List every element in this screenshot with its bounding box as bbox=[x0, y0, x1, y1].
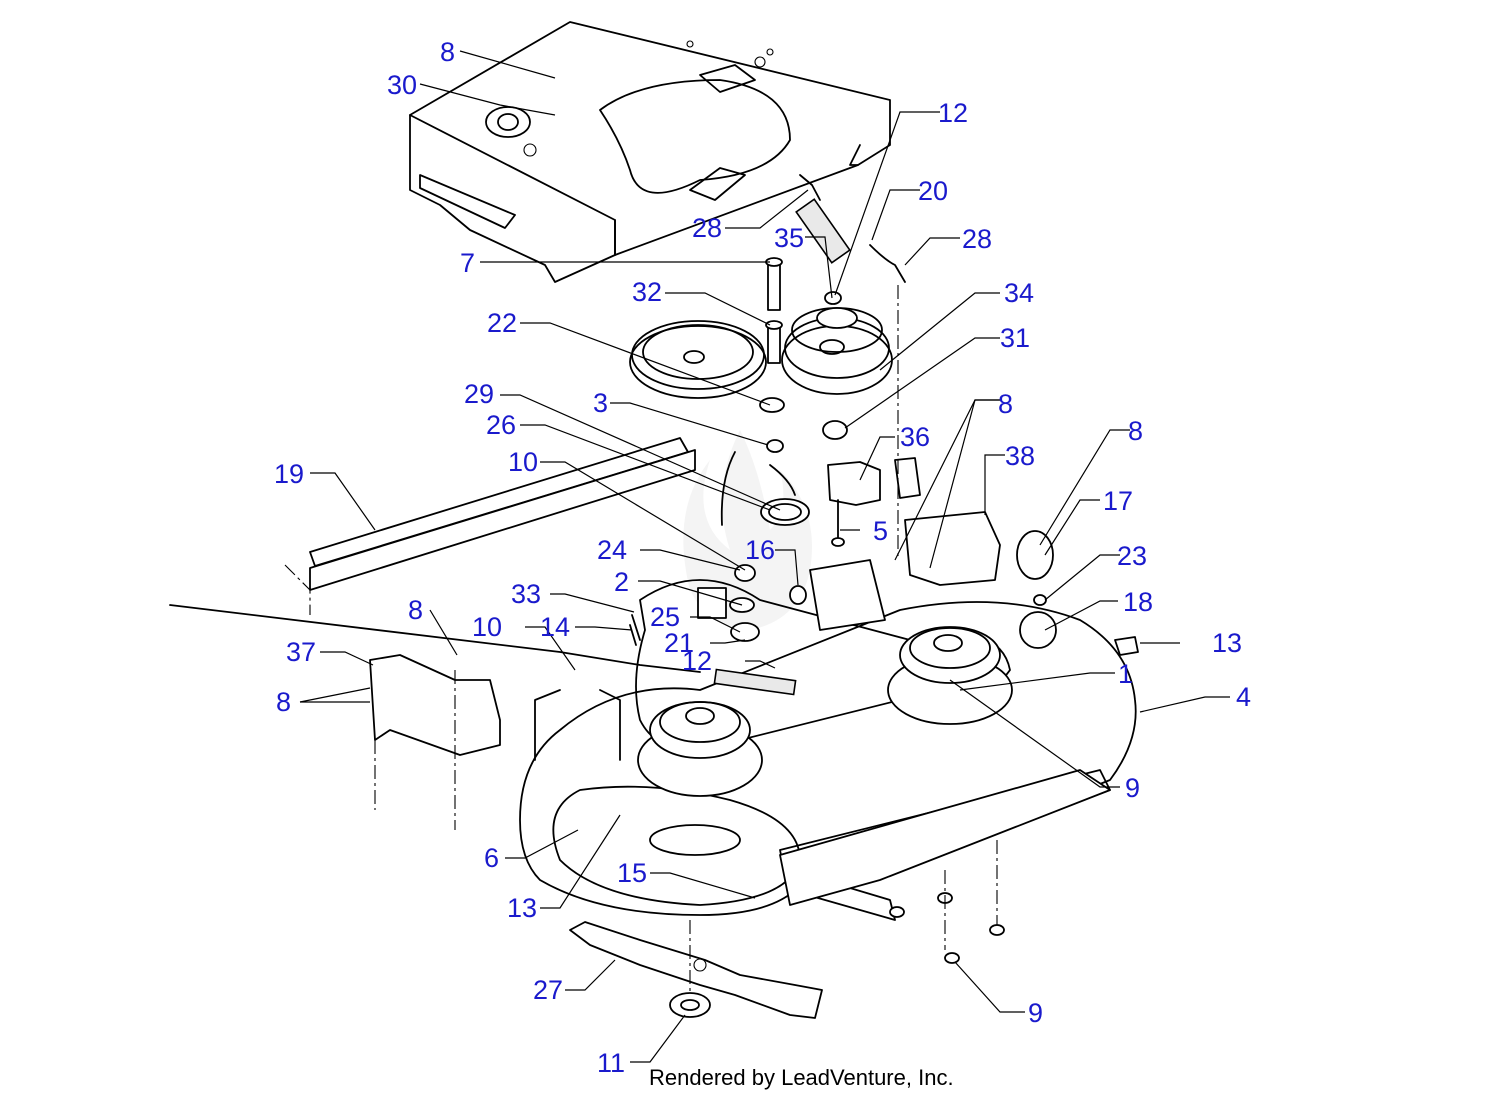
leader-lines bbox=[299, 50, 1230, 1063]
callout: 37 bbox=[286, 637, 316, 667]
right-spindle bbox=[887, 626, 1013, 725]
left-bracket bbox=[369, 654, 501, 830]
rendered-by-footer: Rendered by LeadVenture, Inc. bbox=[649, 1065, 954, 1090]
callout: 10 bbox=[472, 612, 502, 642]
lower-spring bbox=[713, 668, 797, 696]
callout: 4 bbox=[1236, 682, 1251, 712]
callout: 27 bbox=[533, 975, 563, 1005]
callout: 28 bbox=[962, 224, 992, 254]
callout: 6 bbox=[484, 843, 499, 873]
callout: 15 bbox=[617, 858, 647, 888]
callout: 7 bbox=[460, 248, 475, 278]
callout: 28 bbox=[692, 213, 722, 243]
callout: 16 bbox=[745, 535, 775, 565]
callout-labels: 8 30 12 20 28 28 35 7 32 34 22 31 29 3 8… bbox=[274, 37, 1251, 1078]
callout: 1 bbox=[1118, 659, 1133, 689]
callout: 8 bbox=[998, 389, 1013, 419]
callout: 21 bbox=[664, 628, 694, 658]
callout: 20 bbox=[918, 176, 948, 206]
mower-blade bbox=[569, 920, 823, 1019]
callout: 23 bbox=[1117, 541, 1147, 571]
callout: 9 bbox=[1125, 773, 1140, 803]
deck-bolts bbox=[889, 840, 1005, 964]
callout: 24 bbox=[597, 535, 627, 565]
callout: 2 bbox=[614, 567, 629, 597]
callout: 26 bbox=[486, 410, 516, 440]
callout: 12 bbox=[938, 98, 968, 128]
callout: 19 bbox=[274, 459, 304, 489]
callout: 11 bbox=[597, 1048, 625, 1078]
callout: 12 bbox=[682, 646, 712, 676]
upper-frame bbox=[409, 21, 891, 283]
callout: 8 bbox=[408, 595, 423, 625]
callout: 18 bbox=[1123, 587, 1153, 617]
callout: 17 bbox=[1103, 486, 1133, 516]
baffle-rod bbox=[284, 437, 696, 615]
drive-pulley bbox=[629, 320, 785, 413]
watermark-logo bbox=[683, 430, 812, 630]
callout: 34 bbox=[1004, 278, 1034, 308]
callout: 5 bbox=[873, 516, 888, 546]
callout: 8 bbox=[276, 687, 291, 717]
callout: 29 bbox=[464, 379, 494, 409]
callout: 3 bbox=[593, 388, 608, 418]
callout: 36 bbox=[900, 422, 930, 452]
left-spindle bbox=[637, 701, 763, 856]
callout: 35 bbox=[774, 223, 804, 253]
callout: 32 bbox=[632, 277, 662, 307]
callout: 25 bbox=[650, 602, 680, 632]
callout: 33 bbox=[511, 579, 541, 609]
callout: 10 bbox=[508, 447, 538, 477]
callout: 8 bbox=[440, 37, 455, 67]
callout: 8 bbox=[1128, 416, 1143, 446]
callout: 30 bbox=[387, 70, 417, 100]
small-hardware bbox=[720, 439, 921, 547]
blade-nut bbox=[669, 992, 711, 1018]
deck-housing bbox=[519, 601, 1137, 921]
pivot-pin bbox=[765, 257, 783, 364]
callout: 22 bbox=[487, 308, 517, 338]
callout: 14 bbox=[540, 612, 570, 642]
callout: 13 bbox=[1212, 628, 1242, 658]
callout: 31 bbox=[1000, 323, 1030, 353]
callout: 38 bbox=[1005, 441, 1035, 471]
callout: 13 bbox=[507, 893, 537, 923]
idler-pulley bbox=[781, 291, 893, 440]
control-cable bbox=[169, 604, 701, 673]
callout: 9 bbox=[1028, 998, 1043, 1028]
right-baffle bbox=[809, 511, 1139, 656]
